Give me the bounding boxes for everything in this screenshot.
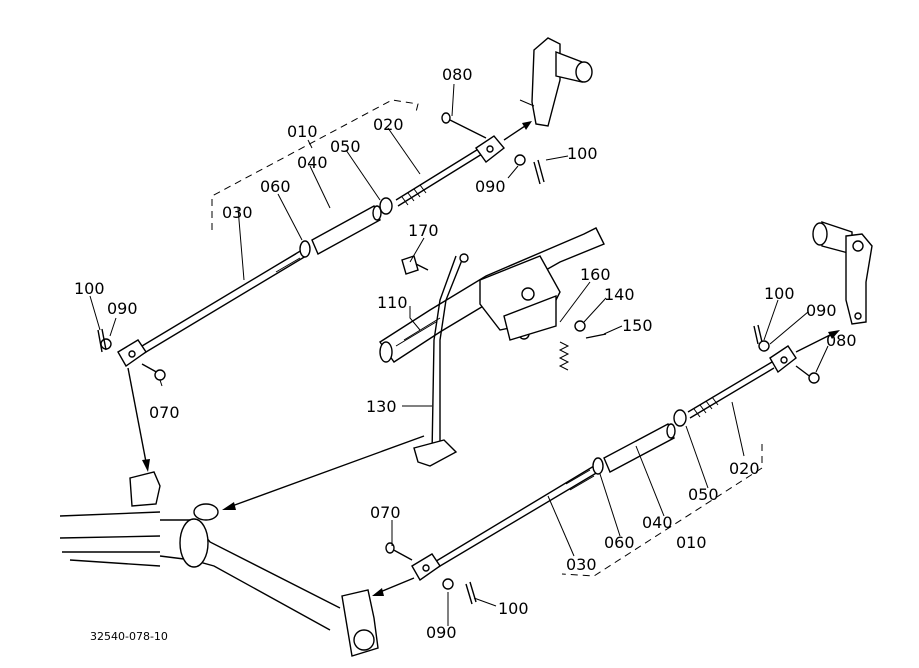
label-030-lower: 030 [566,555,597,574]
label-130: 130 [366,397,397,416]
label-030-upper: 030 [222,203,253,222]
axle-bracket [129,471,161,507]
label-050-upper: 050 [330,137,361,156]
sleeve-040 [311,205,381,255]
lower-lever [812,221,873,325]
pedal-foot [413,439,458,467]
bolt-170 [401,255,419,275]
label-060-lower: 060 [604,533,635,552]
label-050-lower: 050 [688,485,719,504]
pin-080-lower [808,372,820,384]
leader-lines [89,83,829,626]
label-020-lower: 020 [729,459,760,478]
nut-050-lower [673,409,687,427]
label-010-lower: 010 [676,533,707,552]
label-150: 150 [622,316,653,335]
pedal-assembly [222,227,607,510]
label-090-upper-right: 090 [475,177,506,196]
return-spring [558,341,570,371]
split-pin-100-left [97,328,107,353]
nut-060-lower [592,457,604,475]
label-110: 110 [377,293,408,312]
label-090-lower-left: 090 [426,623,457,642]
label-090-lower-right: 090 [806,301,837,320]
part-labels: 010 020 030 040 050 060 070 080 090 090 … [74,65,857,643]
label-080-upper: 080 [442,65,473,84]
sleeve-040-lower [603,423,675,473]
rod-020-lower [687,361,775,419]
label-140: 140 [604,285,635,304]
lower-rod-assembly [372,324,840,605]
lower-group-bracket [561,444,763,577]
washer-090-lower-left [442,578,454,590]
nut-060 [299,240,311,258]
pedal-rod-130 [431,255,463,455]
pin-070-lower [385,542,395,554]
washer-090-lower-right [758,340,770,352]
nut-050 [379,197,393,215]
label-040-lower: 040 [642,513,673,532]
label-010-upper: 010 [287,122,318,141]
label-100-upper-right: 100 [567,144,598,163]
label-100-lower-left: 100 [498,599,529,618]
label-170: 170 [408,221,439,240]
label-070-lower: 070 [370,503,401,522]
diagram-code: 32540-078-10 [90,630,168,643]
rod-020 [395,147,483,207]
washer-090 [514,154,526,166]
pin-150 [585,333,607,339]
label-090-upper-left: 090 [107,299,138,318]
pin-080 [441,112,451,124]
label-070-upper: 070 [149,403,180,422]
upper-group-bracket [211,99,419,230]
label-100-lower-right: 100 [764,284,795,303]
pin-070 [154,369,166,381]
split-pin-100-lower-right [753,324,763,345]
lower-rod-030 [427,465,599,573]
split-pin-100-lower-left [465,581,477,605]
upper-lever [519,37,593,127]
axle [59,471,379,657]
washer-140 [574,320,586,332]
split-pin-100 [533,159,545,185]
label-020-upper: 020 [373,115,404,134]
label-060-upper: 060 [260,177,291,196]
label-080-lower: 080 [826,331,857,350]
label-100-upper-left: 100 [74,279,105,298]
label-160: 160 [580,265,611,284]
label-040-upper: 040 [297,153,328,172]
upper-rod-assembly [97,99,545,472]
